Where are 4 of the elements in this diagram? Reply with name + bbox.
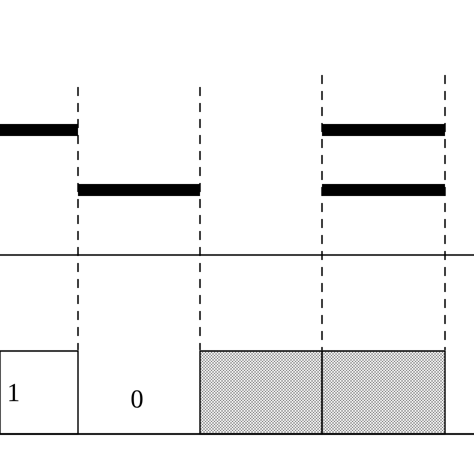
level-label: 0 — [132, 390, 143, 408]
hatched-box — [321, 350, 446, 435]
hatched-box — [199, 350, 323, 435]
level-box: 1 — [0, 350, 79, 435]
